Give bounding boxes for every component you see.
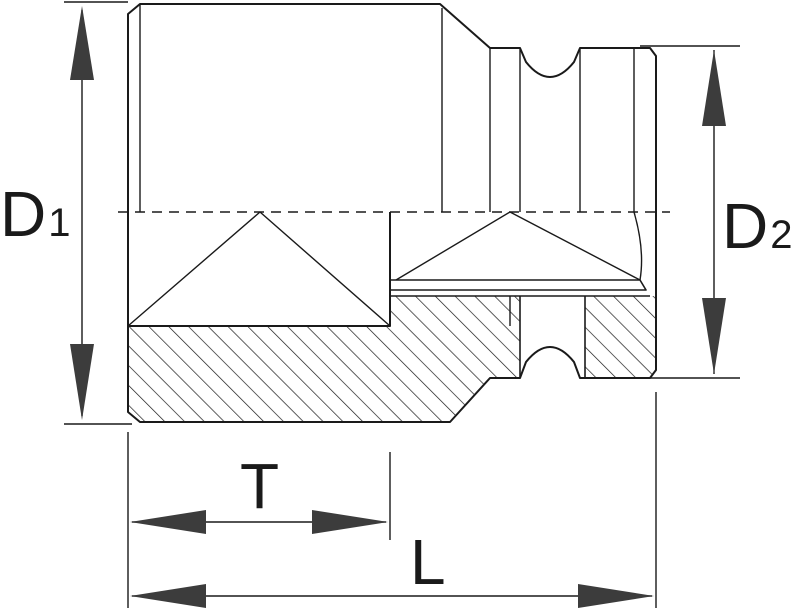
dimension-d1 <box>70 6 94 420</box>
dimension-l <box>130 584 654 608</box>
d1-arrow-top <box>70 6 94 80</box>
l-arrow-left <box>130 584 206 608</box>
cross-section-hatching <box>128 296 656 422</box>
l-arrow-right <box>578 584 654 608</box>
d2-label: D2 <box>722 190 792 262</box>
dimension-d2 <box>702 50 726 374</box>
l-label: L <box>410 526 446 598</box>
d1-label: D1 <box>0 178 70 250</box>
d2-arrow-top <box>702 50 726 126</box>
dimension-t <box>130 510 388 534</box>
t-label: T <box>240 450 279 522</box>
d1-arrow-bottom <box>70 344 94 420</box>
t-arrow-right <box>312 510 388 534</box>
d2-arrow-bottom <box>702 298 726 374</box>
extension-lines <box>64 1 740 608</box>
t-arrow-left <box>130 510 206 534</box>
